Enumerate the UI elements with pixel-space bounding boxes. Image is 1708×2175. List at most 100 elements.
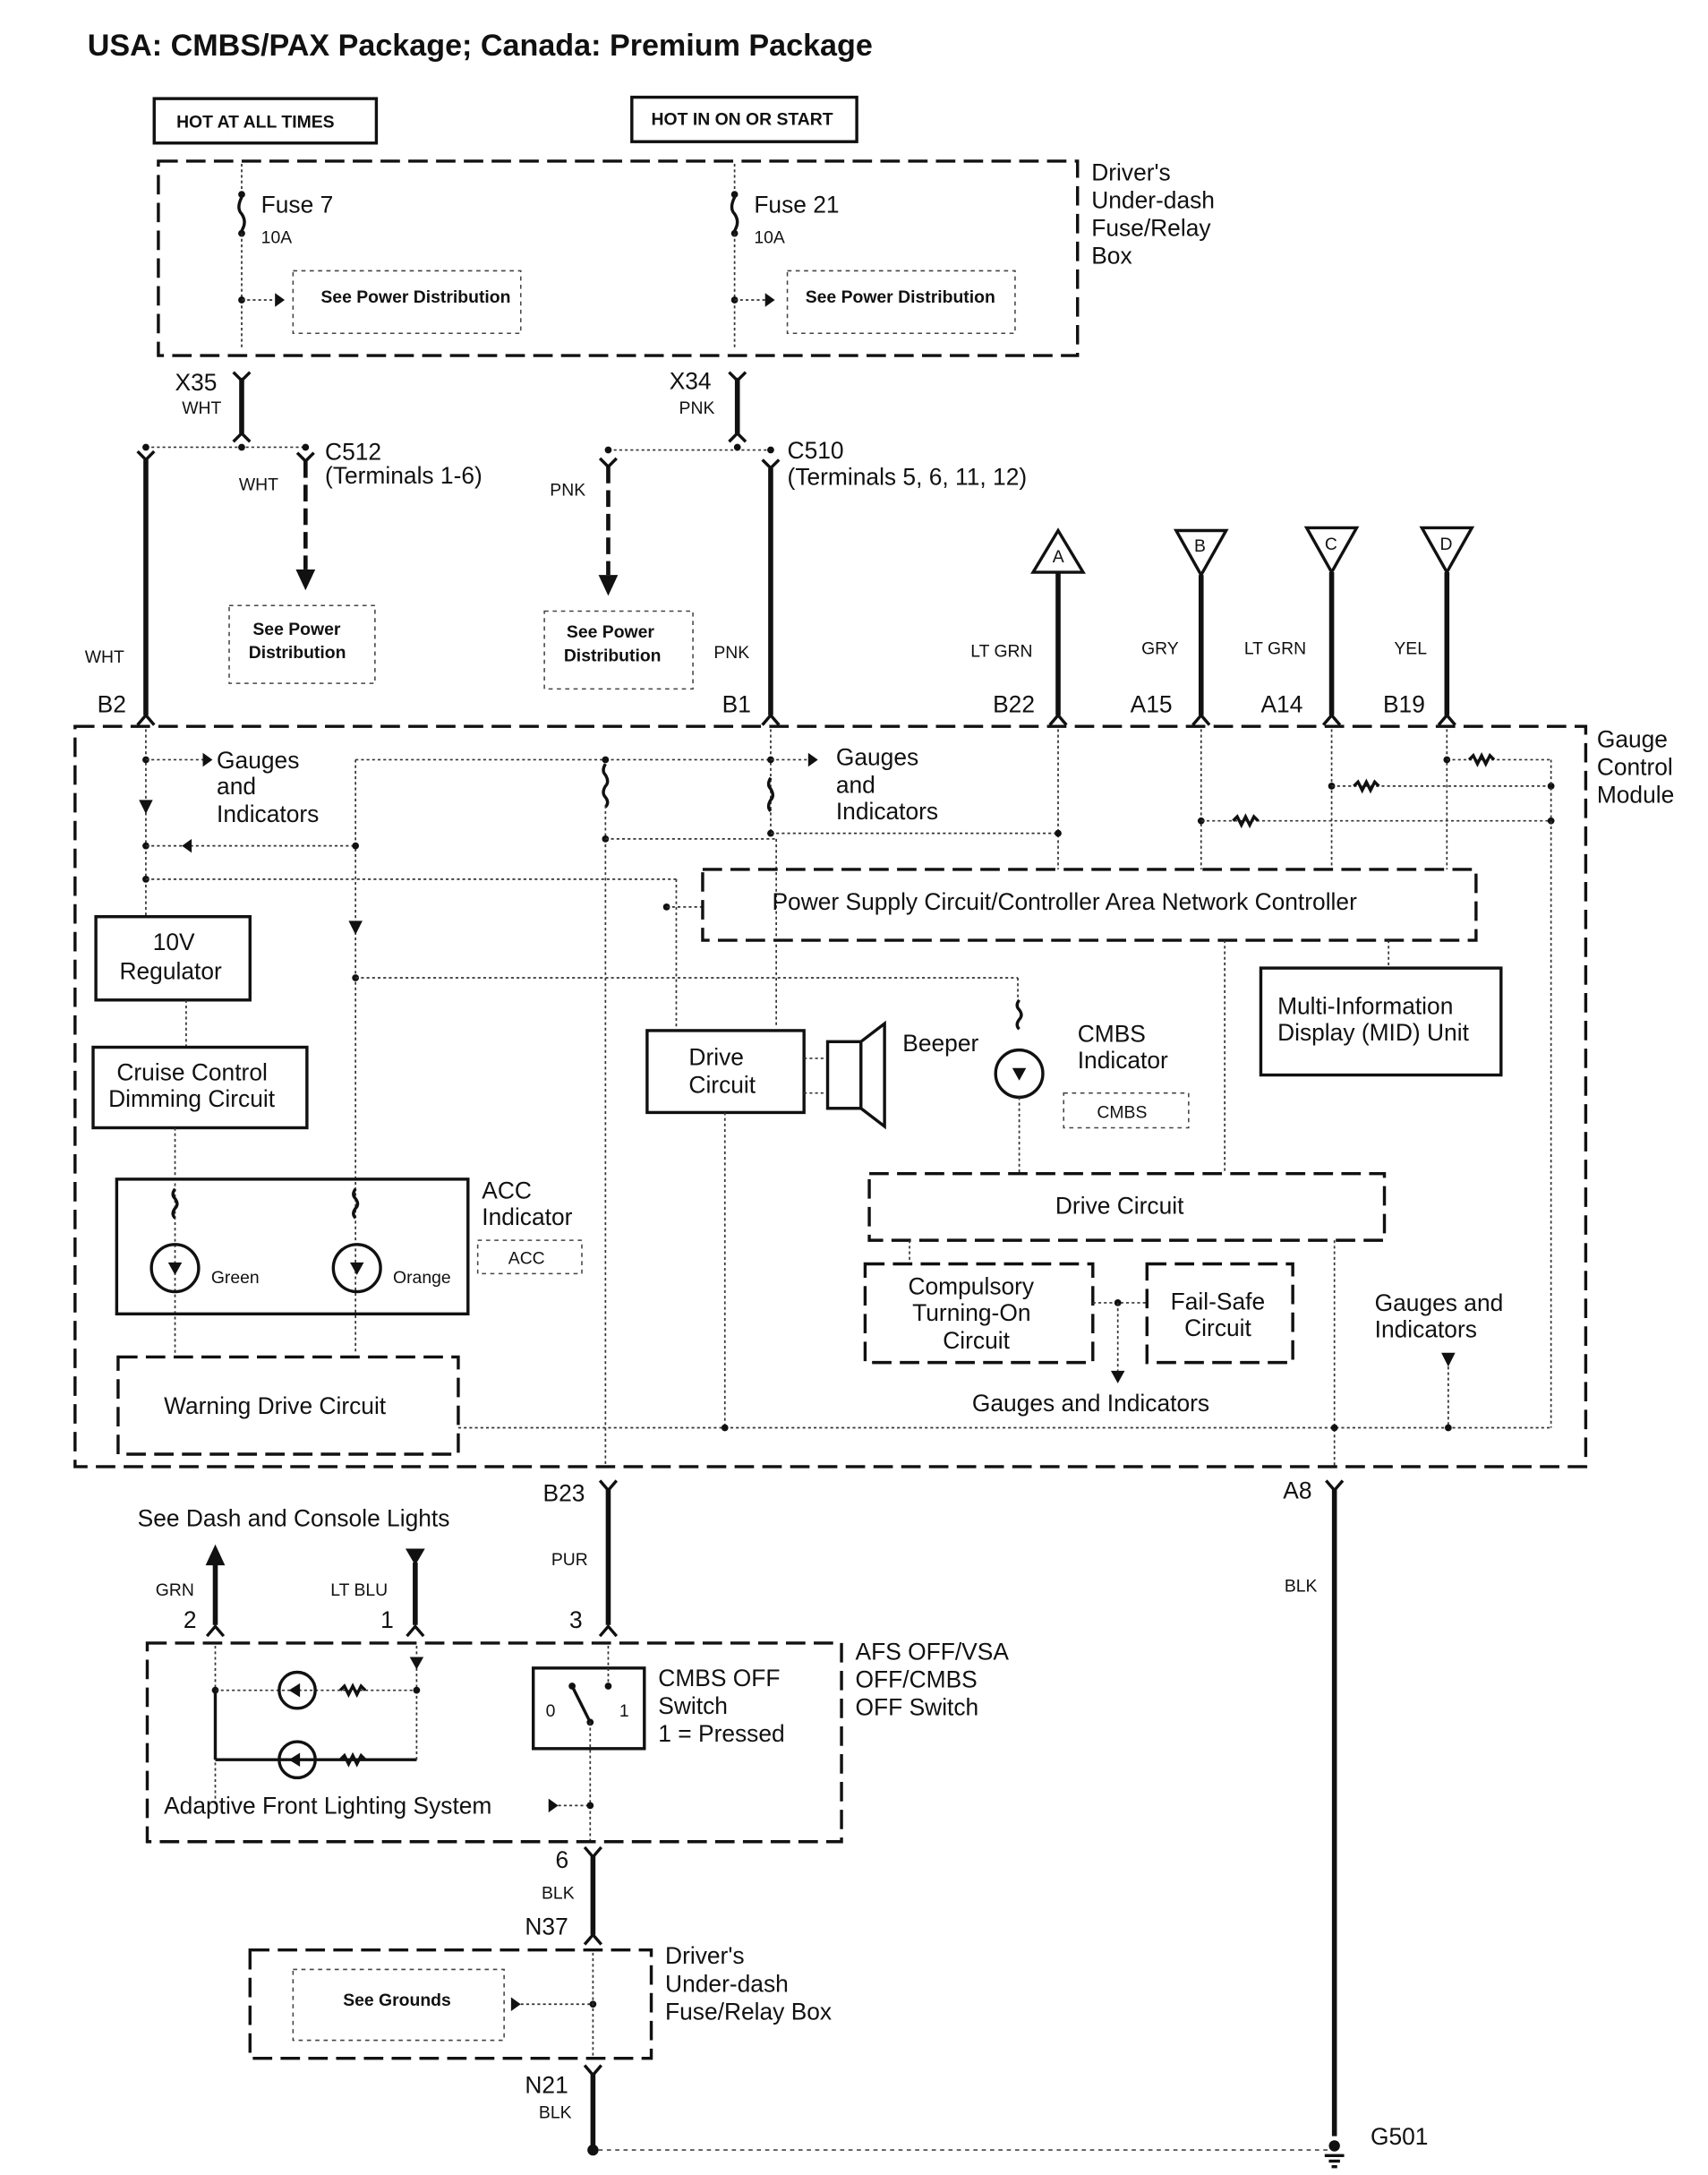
drive-circuit-beeper: Drive Circuit Beeper bbox=[645, 1020, 979, 1130]
svg-text:Gauges: Gauges bbox=[217, 747, 299, 774]
wire-n21: N21 BLK bbox=[525, 2064, 1329, 2156]
svg-text:Orange: Orange bbox=[393, 1268, 451, 1288]
pin-1-wire: LT BLU 1 bbox=[330, 1548, 425, 1638]
svg-text:BLK: BLK bbox=[1285, 1577, 1318, 1597]
svg-text:ACC: ACC bbox=[508, 1248, 545, 1268]
ground-g501: G501 bbox=[1324, 2123, 1428, 2169]
connector-x35: X35 WHT bbox=[175, 369, 252, 443]
wire-pin6-n37: 6 BLK N37 bbox=[525, 1845, 602, 1946]
fuse-relay-box-bottom: Driver's Under-dash Fuse/Relay Box See G… bbox=[248, 1942, 832, 2060]
svg-text:N21: N21 bbox=[525, 2071, 568, 2098]
svg-text:Compulsory: Compulsory bbox=[908, 1273, 1034, 1300]
svg-text:AFS OFF/VSA: AFS OFF/VSA bbox=[856, 1639, 1010, 1666]
svg-text:See Power Distribution: See Power Distribution bbox=[806, 287, 995, 307]
svg-text:WHT: WHT bbox=[85, 647, 124, 667]
svg-text:Power Supply Circuit/Controlle: Power Supply Circuit/Controller Area Net… bbox=[772, 888, 1357, 915]
hot-at-all-times-label: HOT AT ALL TIMES bbox=[152, 97, 379, 145]
svg-text:Fail-Safe: Fail-Safe bbox=[1171, 1289, 1265, 1315]
svg-text:Driver's: Driver's bbox=[1091, 159, 1171, 186]
svg-text:B19: B19 bbox=[1383, 691, 1425, 718]
svg-text:See Power Distribution: See Power Distribution bbox=[320, 287, 510, 307]
svg-text:BLK: BLK bbox=[539, 2102, 572, 2122]
svg-text:and: and bbox=[217, 773, 256, 800]
svg-text:PNK: PNK bbox=[679, 398, 715, 418]
svg-text:Module: Module bbox=[1597, 782, 1674, 809]
svg-text:LT GRN: LT GRN bbox=[1244, 639, 1306, 659]
pin-b2: B2 bbox=[98, 691, 126, 718]
gauge-control-module: Gauge Control Module Gauges and Indicato… bbox=[73, 724, 1674, 1469]
fuse-7: Fuse 7 10A See Power Distribution bbox=[237, 164, 522, 350]
svg-text:See Grounds: See Grounds bbox=[343, 1991, 451, 2010]
gauges-bottom-label: Gauges and Indicators bbox=[972, 1390, 1209, 1417]
svg-text:0: 0 bbox=[546, 1701, 556, 1721]
acc-indicator: Green Orange ACC Indicator ACC bbox=[115, 1177, 583, 1316]
connector-x34: X34 PNK bbox=[670, 367, 747, 443]
svg-text:OFF Switch: OFF Switch bbox=[856, 1694, 979, 1721]
svg-text:CMBS: CMBS bbox=[1097, 1103, 1147, 1123]
svg-text:Warning Drive Circuit: Warning Drive Circuit bbox=[164, 1392, 387, 1419]
pin-b1: B1 bbox=[722, 691, 751, 718]
svg-text:ACC: ACC bbox=[482, 1177, 532, 1204]
svg-text:(Terminals 1-6): (Terminals 1-6) bbox=[325, 462, 483, 489]
svg-text:D: D bbox=[1440, 535, 1453, 554]
svg-text:Under-dash: Under-dash bbox=[1091, 187, 1215, 214]
svg-text:WHT: WHT bbox=[182, 398, 221, 418]
afs-vsa-cmbs-off-switch: AFS OFF/VSA OFF/CMBS OFF Switch 0 1 CMBS… bbox=[145, 1639, 1010, 1844]
svg-text:Turning-On: Turning-On bbox=[912, 1299, 1030, 1326]
svg-text:Control: Control bbox=[1597, 754, 1673, 781]
svg-text:PNK: PNK bbox=[550, 481, 585, 501]
svg-text:Indicator: Indicator bbox=[1078, 1047, 1168, 1074]
svg-text:2: 2 bbox=[184, 1606, 197, 1633]
svg-text:LT BLU: LT BLU bbox=[330, 1580, 388, 1600]
diagram-title: USA: CMBS/PAX Package; Canada: Premium P… bbox=[88, 29, 873, 63]
compulsory-turning-on-circuit: Compulsory Turning-On Circuit bbox=[863, 1262, 1095, 1365]
fuse-relay-box-top: Driver's Under-dash Fuse/Relay Box Fuse … bbox=[157, 159, 1215, 357]
svg-text:X35: X35 bbox=[175, 369, 218, 396]
svg-text:HOT IN ON OR START: HOT IN ON OR START bbox=[652, 110, 833, 130]
svg-text:Indicators: Indicators bbox=[836, 798, 938, 825]
svg-text:A: A bbox=[1053, 547, 1064, 567]
svg-text:CMBS OFF: CMBS OFF bbox=[658, 1665, 780, 1691]
see-dash-lights: See Dash and Console Lights bbox=[138, 1505, 450, 1532]
svg-text:and: and bbox=[836, 772, 875, 799]
svg-text:Circuit: Circuit bbox=[688, 1072, 756, 1099]
svg-text:Beeper: Beeper bbox=[902, 1030, 978, 1057]
svg-text:C510: C510 bbox=[788, 437, 844, 464]
svg-text:10A: 10A bbox=[754, 227, 785, 247]
svg-text:(Terminals 5, 6, 11, 12): (Terminals 5, 6, 11, 12) bbox=[788, 463, 1028, 490]
svg-text:A14: A14 bbox=[1260, 691, 1302, 718]
svg-text:Indicators: Indicators bbox=[1375, 1316, 1477, 1343]
svg-text:10A: 10A bbox=[261, 227, 293, 247]
svg-text:Regulator: Regulator bbox=[119, 958, 222, 985]
svg-text:Indicator: Indicator bbox=[482, 1203, 572, 1230]
svg-text:BLK: BLK bbox=[542, 1883, 575, 1903]
regulator-10v: 10V Regulator bbox=[94, 915, 252, 1002]
svg-text:Fuse 21: Fuse 21 bbox=[754, 191, 839, 218]
svg-text:Drive: Drive bbox=[688, 1044, 744, 1071]
pin-2-wire: GRN 2 bbox=[156, 1544, 226, 1638]
offpage-connector-c: C LT GRN A14 bbox=[1244, 526, 1360, 726]
svg-text:Fuse/Relay Box: Fuse/Relay Box bbox=[665, 1998, 832, 2025]
svg-text:WHT: WHT bbox=[239, 475, 278, 495]
svg-text:Box: Box bbox=[1091, 243, 1132, 270]
svg-text:OFF/CMBS: OFF/CMBS bbox=[856, 1666, 978, 1693]
mid-unit: Multi-Information Display (MID) Unit bbox=[1259, 966, 1503, 1077]
svg-text:G501: G501 bbox=[1371, 2123, 1428, 2150]
svg-text:B23: B23 bbox=[543, 1480, 585, 1507]
svg-text:Gauge: Gauge bbox=[1597, 725, 1668, 752]
svg-text:A8: A8 bbox=[1283, 1477, 1311, 1504]
hot-in-on-label: HOT IN ON OR START bbox=[630, 95, 858, 143]
svg-text:1: 1 bbox=[619, 1701, 629, 1721]
svg-text:Drive Circuit: Drive Circuit bbox=[1055, 1193, 1184, 1220]
svg-text:10V: 10V bbox=[153, 929, 195, 955]
svg-text:Circuit: Circuit bbox=[1184, 1314, 1251, 1341]
svg-text:Gauges: Gauges bbox=[836, 744, 918, 771]
svg-text:B: B bbox=[1194, 536, 1206, 556]
svg-text:Circuit: Circuit bbox=[943, 1327, 1010, 1354]
svg-text:1 = Pressed: 1 = Pressed bbox=[658, 1720, 784, 1747]
svg-text:Distribution: Distribution bbox=[564, 646, 662, 665]
svg-text:C512: C512 bbox=[325, 438, 381, 465]
svg-text:YEL: YEL bbox=[1394, 639, 1427, 659]
svg-text:Driver's: Driver's bbox=[665, 1942, 745, 1969]
